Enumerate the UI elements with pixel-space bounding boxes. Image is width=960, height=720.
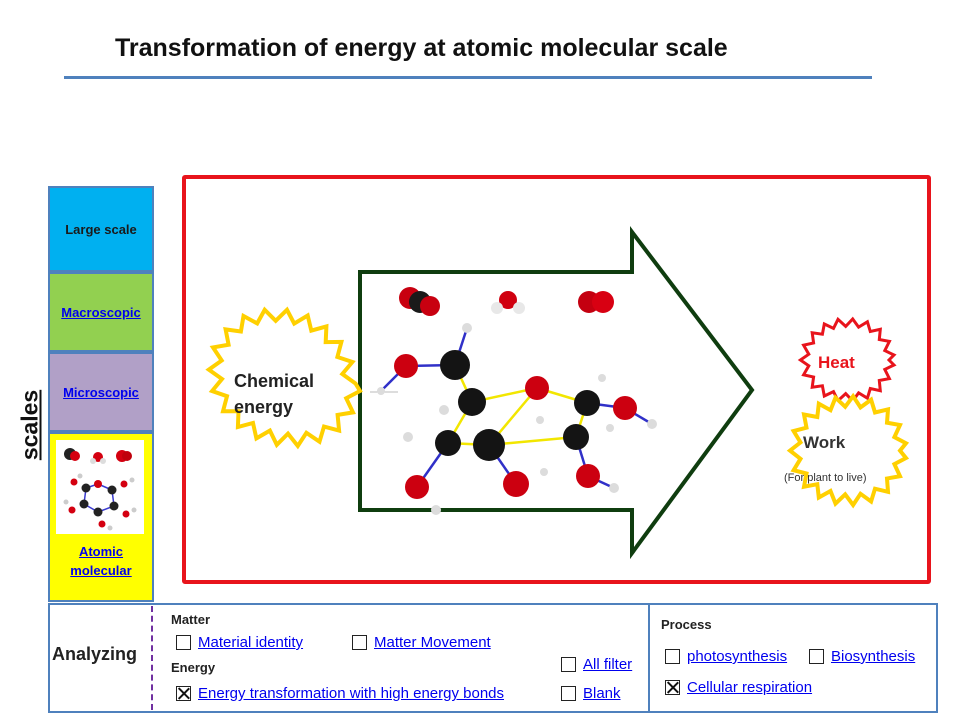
option-photosynthesis[interactable]: photosynthesis (665, 648, 787, 665)
blank-link[interactable]: Blank (583, 685, 621, 702)
photosynthesis-link[interactable]: photosynthesis (687, 648, 788, 665)
option-matter-movement[interactable]: Matter Movement (352, 634, 491, 651)
biosynthesis-link[interactable]: Biosynthesis (831, 648, 916, 665)
option-all-filter[interactable]: All filter (561, 656, 632, 673)
co2-molecule (399, 287, 440, 316)
analyzing-label: Analyzing (52, 644, 138, 664)
panel-divider (648, 604, 650, 712)
biosynthesis-checkbox[interactable] (809, 649, 824, 664)
chemical-energy-burst (205, 306, 363, 450)
cellular-respiration-link[interactable]: Cellular respiration (687, 679, 813, 696)
matter-movement-link[interactable]: Matter Movement (374, 634, 491, 651)
scale-macroscopic-link[interactable]: Macroscopic (61, 304, 141, 320)
option-material-identity[interactable]: Material identity (176, 634, 303, 651)
option-blank[interactable]: Blank (561, 685, 621, 702)
scale-atomic-link-line2[interactable]: molecular (70, 563, 132, 578)
option-biosynthesis[interactable]: Biosynthesis (809, 648, 915, 665)
chemical-energy-line2: energy (234, 397, 294, 417)
all-filter-link[interactable]: All filter (583, 656, 633, 673)
work-burst (786, 392, 910, 509)
analyzing-panel (48, 603, 938, 713)
process-heading: Process (661, 617, 712, 632)
energy-heading: Energy (171, 660, 216, 675)
blank-checkbox[interactable] (561, 686, 576, 701)
matter-heading: Matter (171, 612, 211, 627)
cellular-respiration-checkbox[interactable] (665, 680, 680, 695)
scale-microscopic[interactable]: Microscopic (48, 352, 154, 432)
molecule-thumbnail (56, 440, 144, 534)
thumb-glucose-atoms (63, 473, 137, 531)
glucose-molecule (377, 323, 657, 515)
scale-large[interactable]: Large scale (48, 186, 154, 272)
energy-transformation-checkbox[interactable] (176, 686, 191, 701)
matter-movement-checkbox[interactable] (352, 635, 367, 650)
title-underline (64, 76, 872, 79)
diagram-frame (182, 175, 931, 584)
scale-macroscopic[interactable]: Macroscopic (48, 272, 154, 352)
work-note: (For plant to live) (784, 472, 867, 484)
chemical-energy-line1: Chemical (234, 371, 315, 391)
o2-molecule (578, 291, 614, 313)
chemical-energy-label: Chemical energy (234, 368, 314, 420)
heat-label: Heat (818, 353, 855, 372)
scale-microscopic-link[interactable]: Microscopic (63, 384, 139, 400)
dashed-separator (151, 606, 153, 710)
option-cellular-respiration[interactable]: Cellular respiration (665, 679, 812, 696)
photosynthesis-checkbox[interactable] (665, 649, 680, 664)
work-label: Work (803, 433, 846, 452)
energy-transformation-link[interactable]: Energy transformation with high energy b… (198, 685, 505, 702)
option-energy-transformation[interactable]: Energy transformation with high energy b… (176, 685, 504, 702)
scale-large-label: Large scale (65, 221, 137, 237)
scale-atomic-link-line1[interactable]: Atomic (78, 544, 124, 559)
material-identity-checkbox[interactable] (176, 635, 191, 650)
page-title: Transformation of energy at atomic molec… (115, 34, 728, 62)
all-filter-checkbox[interactable] (561, 657, 576, 672)
heat-burst (797, 316, 897, 404)
material-identity-link[interactable]: Material identity (198, 634, 304, 651)
water-molecule (491, 291, 525, 314)
thumb-small-molecules (64, 448, 132, 464)
